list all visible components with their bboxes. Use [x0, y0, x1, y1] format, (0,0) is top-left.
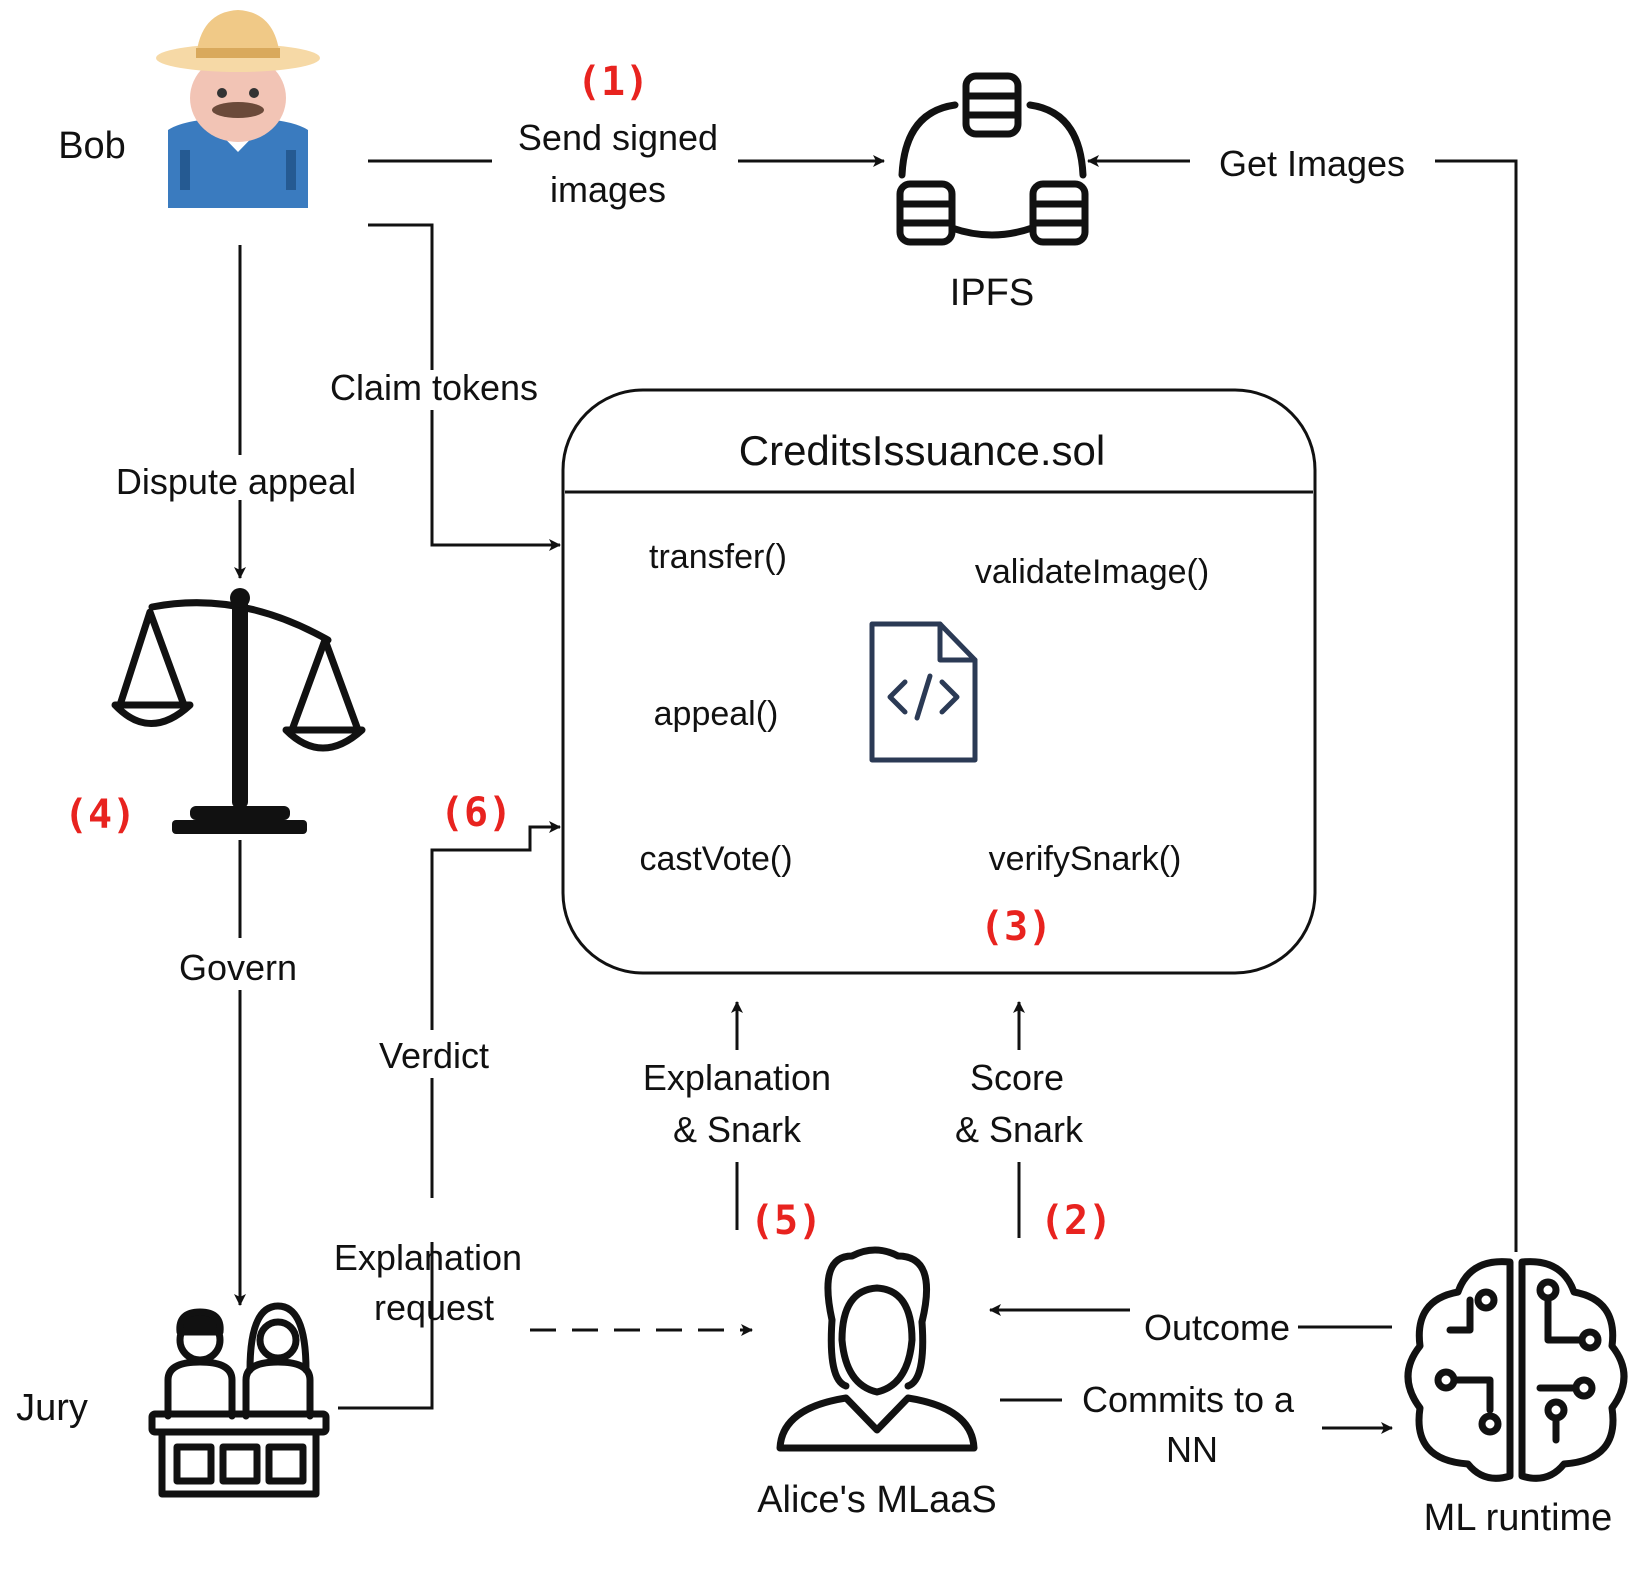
- jury-icon: [148, 1302, 330, 1498]
- edge-verdict: [338, 1242, 434, 1410]
- step-3-label: (3): [980, 904, 1052, 950]
- jury-label: Jury: [16, 1387, 88, 1429]
- edge-label-dispute-appeal: Dispute appeal: [116, 461, 356, 502]
- edge-label-and-snark: & Snark: [673, 1109, 802, 1150]
- step-6-label: (6): [440, 790, 512, 836]
- scales-of-justice-icon: [111, 588, 366, 834]
- edge-label-images: images: [550, 169, 666, 210]
- brain-circuit-icon: [1404, 1258, 1628, 1482]
- farmer-icon: [156, 10, 320, 208]
- edge-label-and-snark-2: & Snark: [955, 1109, 1084, 1150]
- step-5-label: (5): [750, 1198, 822, 1244]
- code-file-icon: [869, 621, 978, 763]
- edge-label-verdict: Verdict: [379, 1035, 489, 1076]
- edge-label-nn: NN: [1166, 1429, 1218, 1470]
- bob-label: Bob: [58, 125, 126, 167]
- ipfs-label: IPFS: [950, 272, 1034, 314]
- woman-icon: [776, 1246, 978, 1452]
- step-1-label: (1): [577, 59, 649, 105]
- function-transfer: transfer(): [649, 538, 787, 576]
- edge-claim-tokens: [368, 223, 434, 370]
- step-2-label: (2): [1040, 1198, 1112, 1244]
- function-appeal: appeal(): [654, 695, 779, 733]
- edge-label-explanation-2: Explanation: [643, 1057, 831, 1098]
- edge-label-outcome: Outcome: [1144, 1307, 1290, 1348]
- edge-label-get-images: Get Images: [1219, 143, 1405, 184]
- edge-claim-tokens-2: [430, 410, 561, 551]
- contract-box: CreditsIssuance.sol transfer() validateI…: [561, 388, 1317, 975]
- edge-label-govern: Govern: [179, 947, 297, 988]
- edge-label-explanation: Explanation: [334, 1237, 522, 1278]
- function-cast-vote: castVote(): [639, 840, 792, 878]
- database-network-icon: [896, 72, 1089, 246]
- edge-verdict-3: [430, 821, 561, 1030]
- step-4-label: (4): [64, 792, 136, 838]
- edge-label-commits: Commits to a: [1082, 1379, 1295, 1420]
- function-validate-image: validateImage(): [975, 553, 1209, 591]
- edge-label-request: request: [374, 1287, 494, 1328]
- edge-label-score: Score: [970, 1057, 1064, 1098]
- alice-label: Alice's MLaaS: [757, 1479, 997, 1521]
- edge-label-claim-tokens: Claim tokens: [330, 367, 538, 408]
- edge-get-images: [1435, 159, 1518, 1252]
- contract-title: CreditsIssuance.sol: [739, 427, 1106, 474]
- function-verify-snark: verifySnark(): [989, 840, 1182, 878]
- edge-label-send-signed: Send signed: [518, 117, 718, 158]
- ml-runtime-label: ML runtime: [1424, 1497, 1613, 1539]
